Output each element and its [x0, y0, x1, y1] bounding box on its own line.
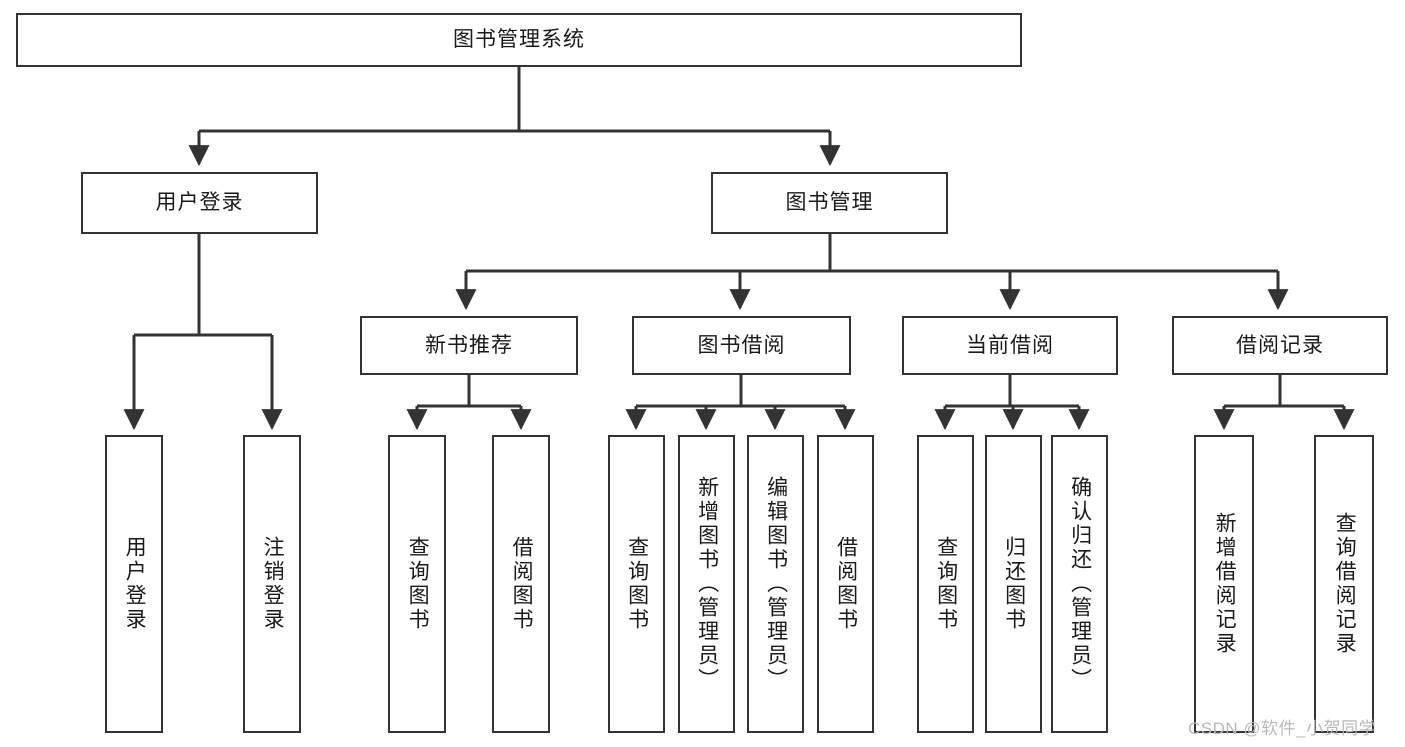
- leaf-label: 查询图书: [625, 536, 649, 632]
- leaf-label: 新增图书（管理员）: [695, 476, 719, 692]
- leaf-record-query-record[interactable]: 查询借阅记录: [1314, 435, 1374, 733]
- leaf-label: 归还图书: [1002, 536, 1026, 632]
- leaf-label: 确认归还（管理员）: [1068, 476, 1092, 692]
- leaf-borrow-edit-book[interactable]: 编辑图书（管理员）: [747, 435, 804, 733]
- leaf-label: 新增借阅记录: [1213, 512, 1237, 656]
- watermark-text: CSDN @软件_小贺同学: [1188, 719, 1377, 738]
- node-borrow-record[interactable]: 借阅记录: [1172, 316, 1388, 375]
- leaf-label: 借阅图书: [510, 536, 534, 632]
- leaf-record-add-record[interactable]: 新增借阅记录: [1194, 435, 1254, 733]
- node-book-management[interactable]: 图书管理: [711, 172, 948, 234]
- leaf-current-query-book[interactable]: 查询图书: [917, 435, 974, 733]
- node-book-borrow[interactable]: 图书借阅: [632, 316, 851, 375]
- leaf-current-return-book[interactable]: 归还图书: [985, 435, 1042, 733]
- leaf-label: 编辑图书（管理员）: [764, 476, 788, 692]
- leaf-label: 借阅图书: [834, 536, 858, 632]
- node-user-login[interactable]: 用户登录: [81, 172, 318, 234]
- leaf-label: 用户登录: [123, 536, 147, 632]
- leaf-label: 查询图书: [406, 536, 430, 632]
- leaf-borrow-borrow-book[interactable]: 借阅图书: [817, 435, 874, 733]
- leaf-recommend-query-book[interactable]: 查询图书: [388, 435, 446, 733]
- node-current-borrow[interactable]: 当前借阅: [902, 316, 1118, 375]
- leaf-label: 查询图书: [934, 536, 958, 632]
- leaf-borrow-query-book[interactable]: 查询图书: [608, 435, 665, 733]
- leaf-current-confirm-return[interactable]: 确认归还（管理员）: [1051, 435, 1108, 733]
- leaf-label: 注销登录: [261, 536, 285, 632]
- leaf-recommend-borrow-book[interactable]: 借阅图书: [492, 435, 550, 733]
- node-new-book-recommend[interactable]: 新书推荐: [360, 316, 578, 375]
- node-root-system[interactable]: 图书管理系统: [16, 13, 1022, 67]
- leaf-label: 查询借阅记录: [1333, 512, 1357, 656]
- leaf-user-login[interactable]: 用户登录: [105, 435, 163, 733]
- leaf-user-logout[interactable]: 注销登录: [243, 435, 301, 733]
- leaf-borrow-add-book[interactable]: 新增图书（管理员）: [678, 435, 735, 733]
